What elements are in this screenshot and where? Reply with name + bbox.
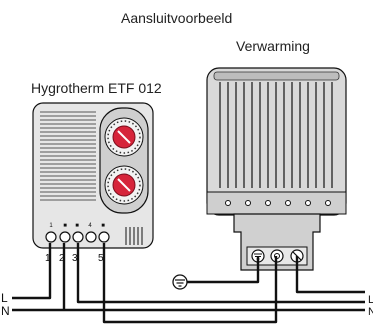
line-label-l-left: L: [1, 291, 8, 305]
terminal-screw: [72, 231, 84, 243]
ground-icon: [172, 274, 188, 290]
device-terminals: [45, 231, 110, 243]
terminal-screw: [45, 231, 57, 243]
device-grille: [125, 227, 143, 245]
heater-top-rail: [213, 71, 340, 81]
wire-terminal-3-l-out: [76, 243, 365, 304]
line-label-n-left: N: [1, 304, 10, 318]
heater-unit: [206, 67, 347, 271]
temperature-knob[interactable]: [104, 165, 144, 205]
wire-l-in: [12, 243, 52, 300]
terminal-top-label: ■: [63, 223, 67, 229]
wire-label: 2: [59, 253, 65, 264]
terminal-screw: [85, 231, 97, 243]
hygrotherm-device: 1 ■ ■ 4 ■: [32, 102, 154, 249]
wire-earth: [186, 256, 260, 284]
terminal-screw: [59, 231, 71, 243]
terminal-top-label: ■: [101, 223, 105, 229]
heater-label: Verwarming: [236, 38, 310, 54]
device-label: Hygrotherm ETF 012: [31, 80, 162, 96]
terminal-screw: [98, 231, 110, 243]
wiring: [12, 243, 365, 324]
diagram-title: Aansluitvoorbeeld: [121, 10, 233, 26]
heater-mount-holes: [225, 200, 331, 206]
wire-heater-n: [295, 256, 365, 294]
line-label-n-right: N: [368, 306, 373, 318]
wire-label: 1: [45, 253, 51, 264]
humidity-knob[interactable]: [104, 117, 144, 157]
wire-terminal-5: [102, 243, 278, 324]
terminal-top-label: 1: [49, 223, 53, 229]
terminal-top-label: 4: [88, 223, 92, 229]
device-vent: [40, 111, 96, 201]
wire-label: 3: [72, 253, 78, 264]
line-label-l-right: L: [368, 294, 373, 306]
wire-label: 5: [98, 253, 104, 264]
heater-fins: [219, 82, 333, 188]
terminal-top-label: ■: [75, 223, 79, 229]
